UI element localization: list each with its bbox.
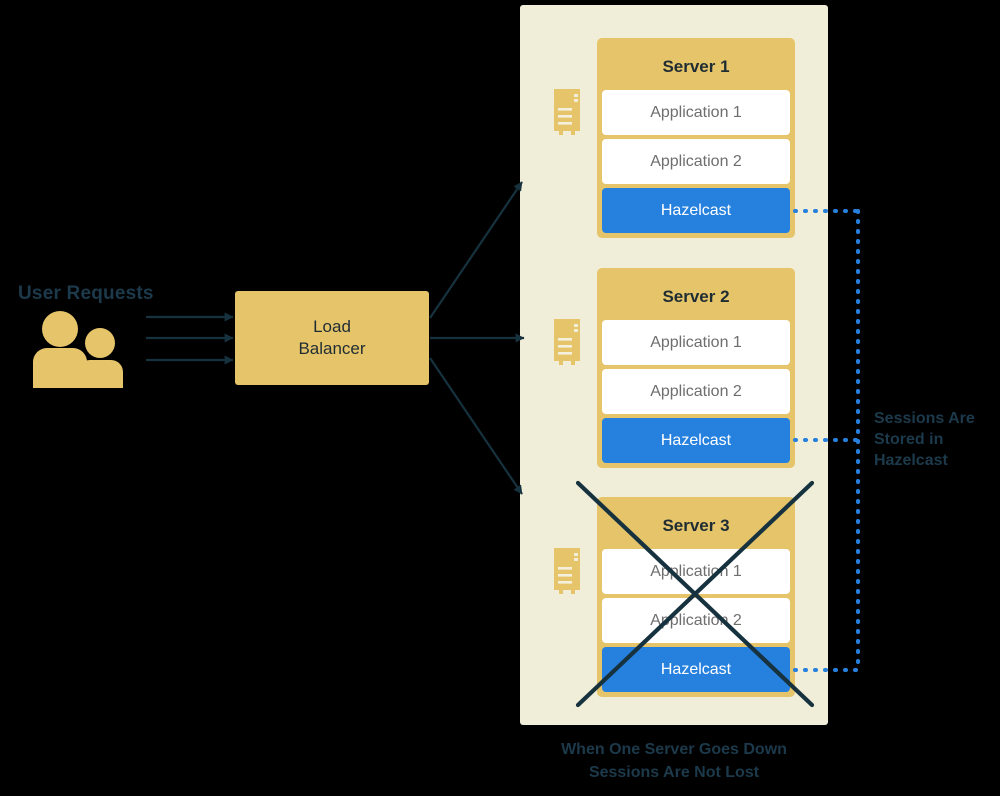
server-title: Server 2 (662, 286, 730, 306)
caption-line-1: When One Server Goes Down (561, 741, 787, 758)
server-rack-icon (552, 89, 582, 137)
hazelcast-row: Hazelcast (602, 647, 790, 692)
hazelcast-row: Hazelcast (602, 188, 790, 233)
diagram-caption: When One Server Goes Down Sessions Are N… (520, 739, 828, 784)
application-row: Application 2 (602, 369, 790, 414)
hazelcast-row: Hazelcast (602, 418, 790, 463)
application-row: Application 2 (602, 598, 790, 643)
caption-line-2: Sessions Are Not Lost (588, 763, 760, 781)
load-balancer-line2: Balancer (298, 339, 366, 358)
load-balancer-arrows (429, 181, 525, 495)
server-card-3[interactable]: Server 3 Application 1 Application 2 Haz… (597, 497, 795, 697)
load-balancer-line1: Load (313, 316, 351, 336)
server-title: Server 3 (662, 515, 730, 535)
two-users-icon (30, 310, 126, 388)
server-title: Server 1 (662, 56, 730, 76)
server-rack-icon (552, 548, 582, 596)
server-rack-icon (552, 319, 582, 367)
server-card-2[interactable]: Server 2 Application 1 Application 2 Haz… (597, 268, 795, 468)
load-balancer-box[interactable]: Load Balancer (235, 291, 429, 385)
application-row: Application 1 (602, 320, 790, 365)
application-row: Application 1 (602, 549, 790, 594)
user-requests-label: User Requests (18, 283, 154, 304)
user-request-arrows (146, 312, 234, 365)
application-row: Application 2 (602, 139, 790, 184)
server-card-1[interactable]: Server 1 Application 1 Application 2 Haz… (597, 38, 795, 238)
sessions-stored-note: Sessions Are Stored in Hazelcast (874, 410, 975, 470)
application-row: Application 1 (602, 90, 790, 135)
